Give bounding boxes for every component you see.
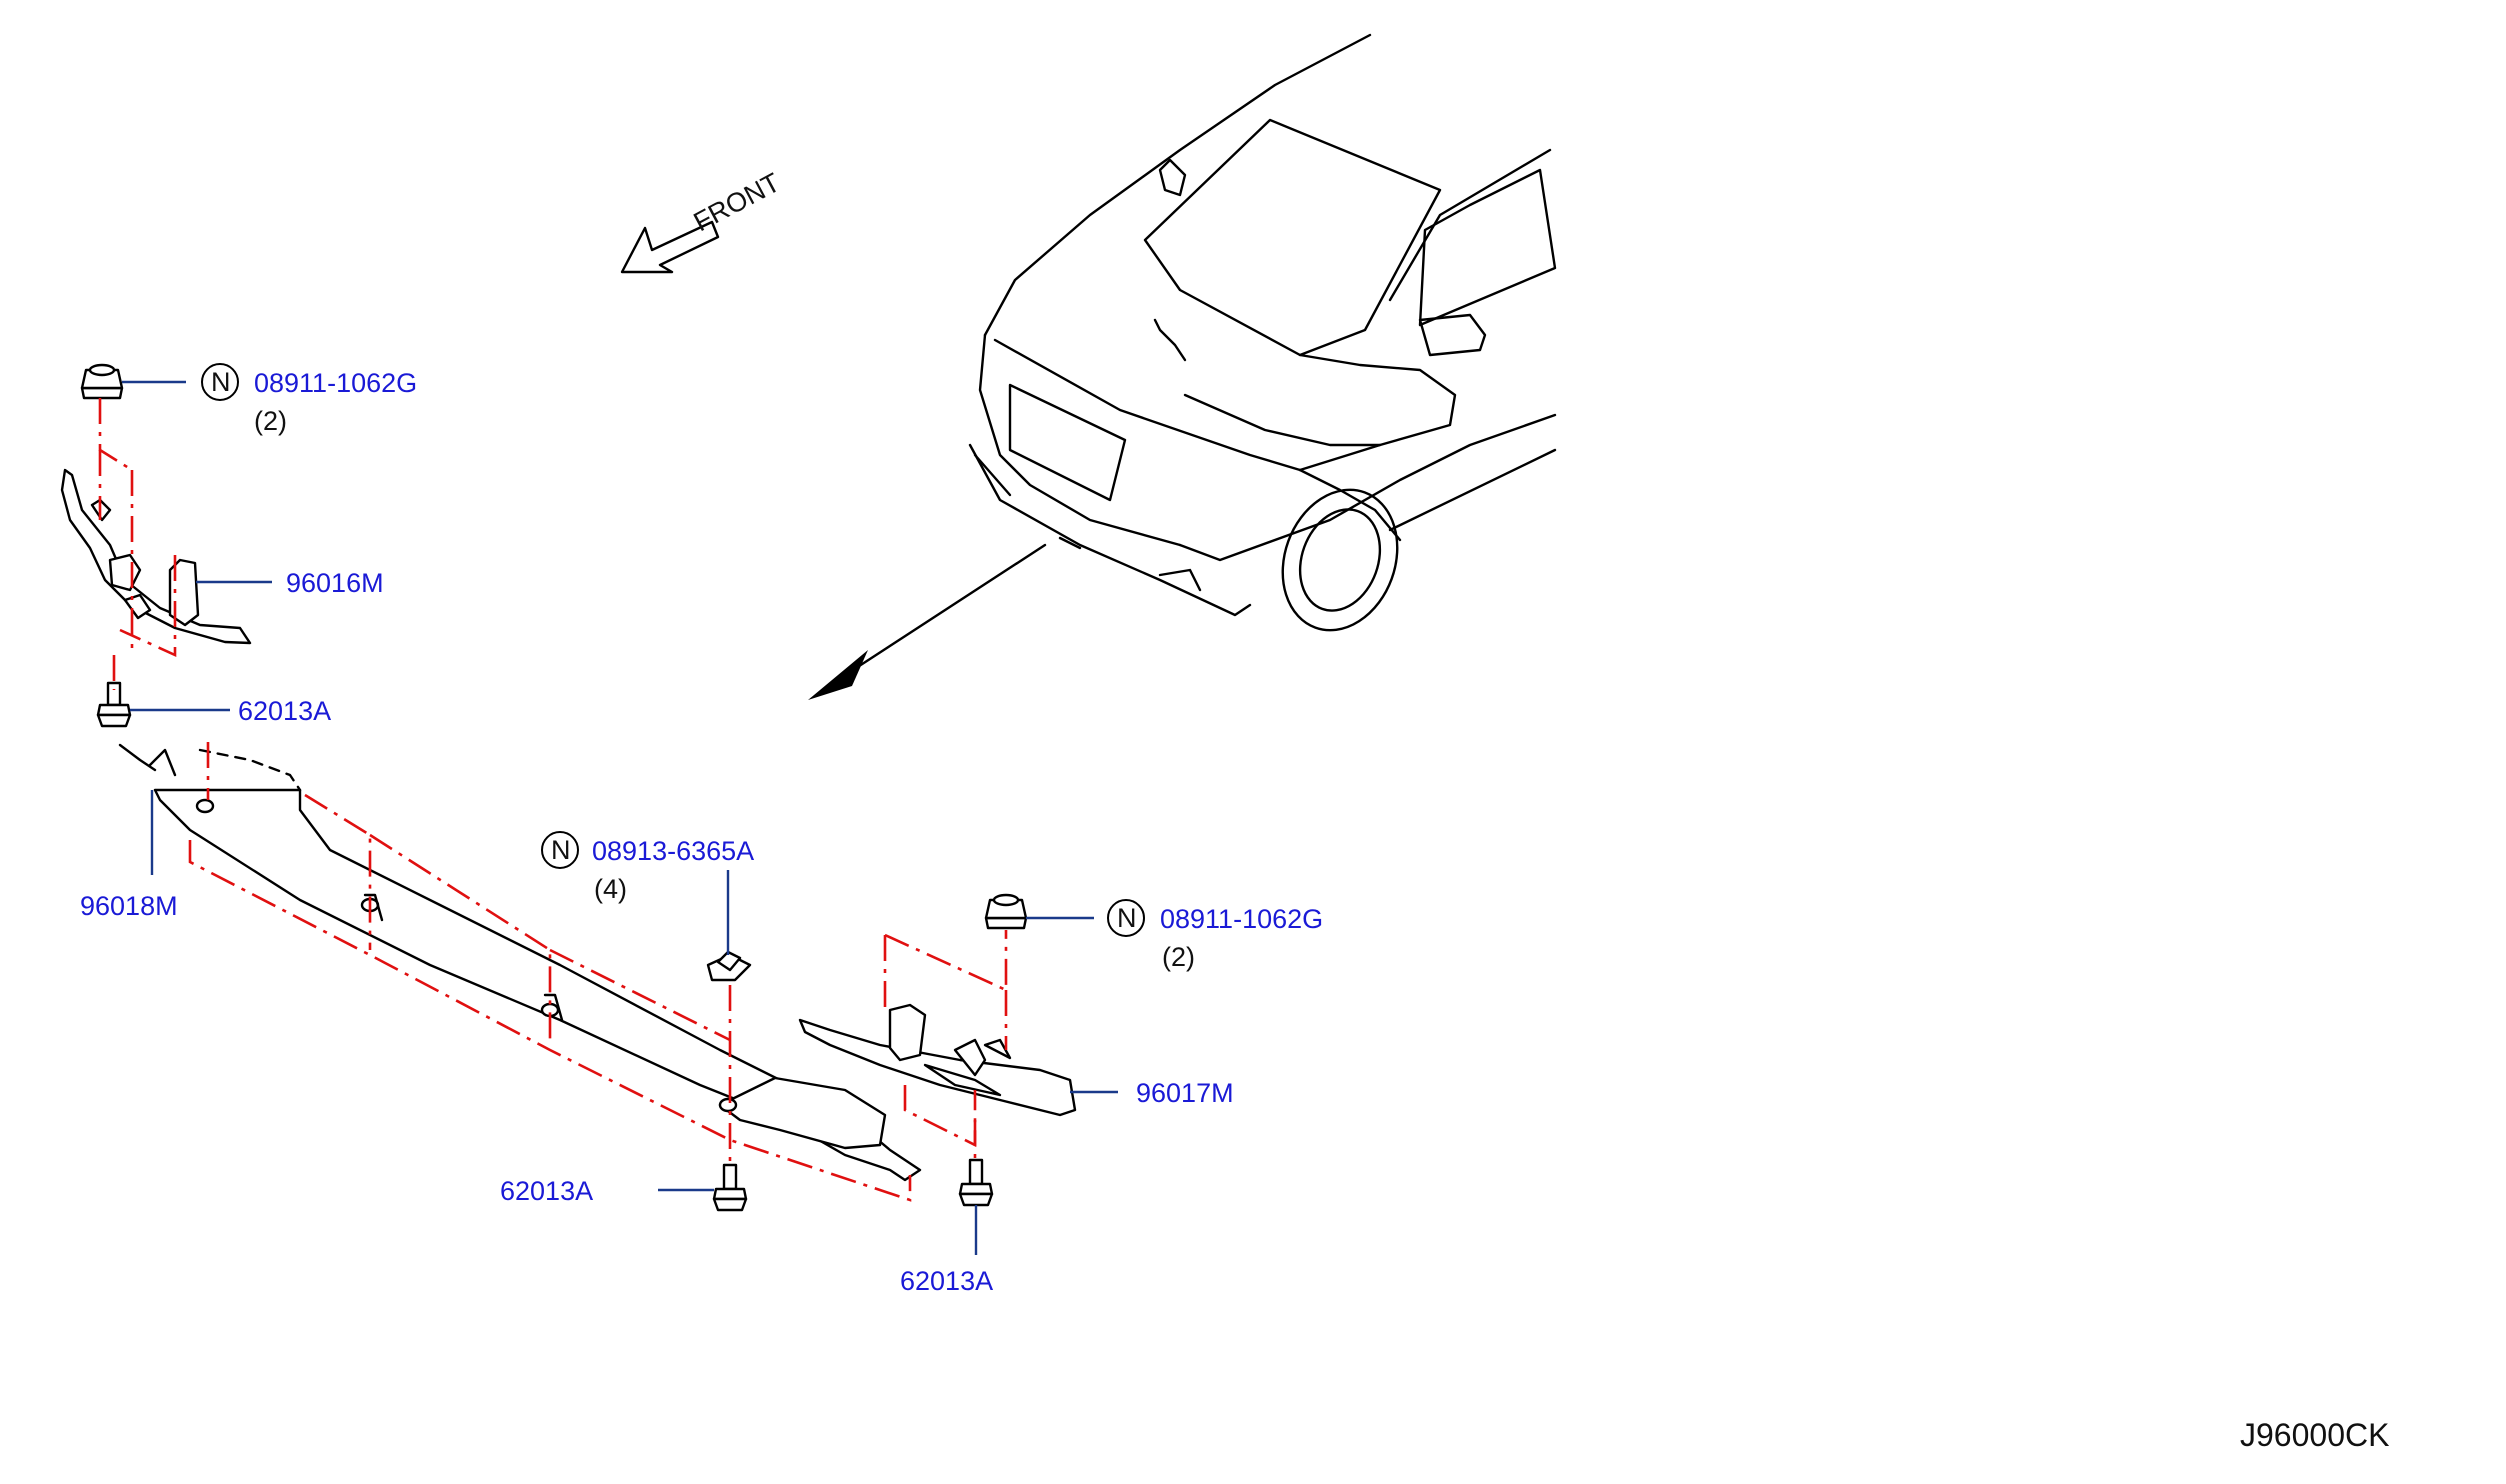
callout-nut-upper: N 08911-1062G (2): [201, 363, 417, 436]
part-number-label: 08911-1062G: [254, 368, 417, 398]
part-number-label: 96018M: [80, 891, 178, 921]
bolt-lower-left-icon: [712, 1163, 748, 1212]
part-number-label: 96017M: [1136, 1078, 1234, 1108]
callout-nut-right: N 08911-1062G (2): [1107, 899, 1323, 972]
part-number-label: 62013A: [900, 1266, 993, 1296]
part-number-label: 08913-6365A: [592, 836, 754, 866]
nut-upper-icon: [80, 363, 124, 400]
quantity-label: (2): [254, 406, 287, 436]
clip-center-icon: [706, 950, 752, 982]
detail-arrow: [808, 543, 1047, 700]
n-symbol: N: [211, 367, 231, 397]
assembly-guide-lines: [98, 398, 1008, 1202]
quantity-label: (4): [594, 874, 627, 904]
bolt-upper-icon: [96, 681, 132, 728]
part-number-label: 08911-1062G: [1160, 904, 1323, 934]
callout-clip-center: N 08913-6365A (4): [541, 831, 754, 904]
bracket-right-part: [798, 1003, 1077, 1117]
part-number-label: 96016M: [286, 568, 384, 598]
part-number-label: 62013A: [500, 1176, 593, 1206]
quantity-label: (2): [1162, 942, 1195, 972]
front-label: FRONT: [689, 167, 785, 237]
nut-right-icon: [984, 893, 1028, 930]
n-symbol: N: [1117, 903, 1137, 933]
front-arrow-icon: FRONT: [620, 167, 785, 274]
vehicle-illustration: [968, 33, 1557, 632]
bracket-left-part: [60, 468, 252, 645]
diagram-code: J96000CK: [2240, 1417, 2389, 1453]
bolt-lower-right-icon: [958, 1158, 994, 1207]
leader-lines: [122, 380, 1118, 1255]
n-symbol: N: [551, 835, 571, 865]
undercover-center-part: [118, 743, 922, 1182]
part-number-label: 62013A: [238, 696, 331, 726]
